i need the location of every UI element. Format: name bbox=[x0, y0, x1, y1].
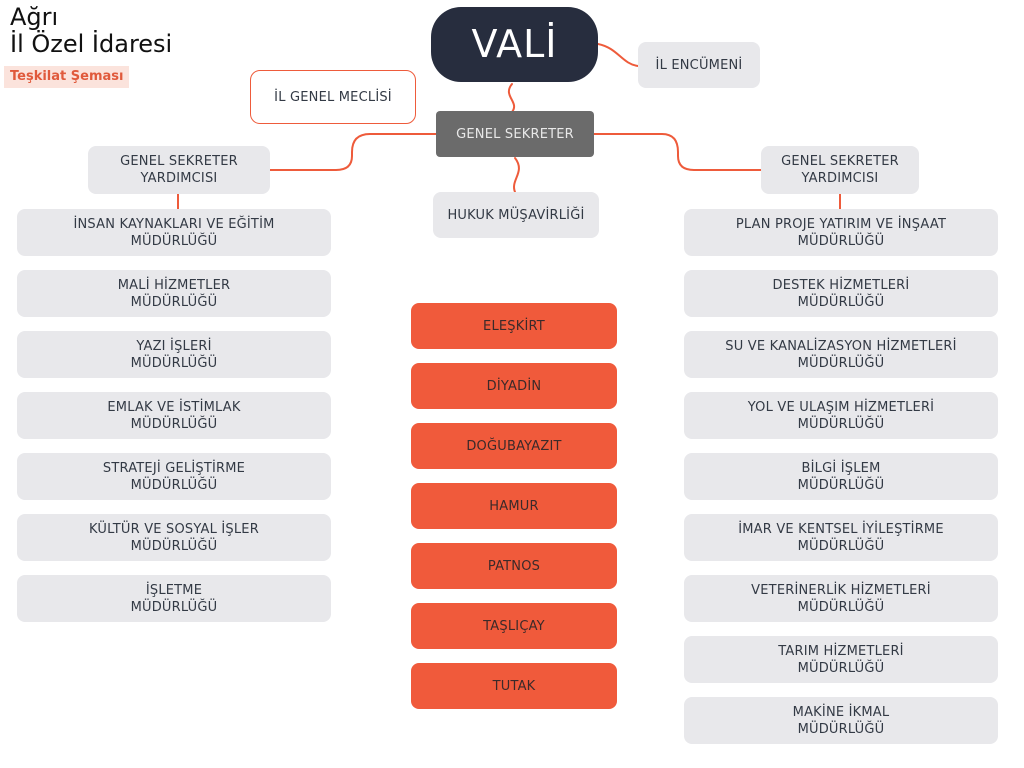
right-unit-line-1: VETERİNERLİK HİZMETLERİ bbox=[751, 582, 931, 598]
right-unit-support: DESTEK HİZMETLERİ MÜDÜRLÜĞÜ bbox=[684, 270, 998, 317]
district-dogubayazit: DOĞUBAYAZIT bbox=[411, 423, 617, 469]
district-taslicay: TAŞLIÇAY bbox=[411, 603, 617, 649]
right-unit-line-1: İMAR VE KENTSEL İYİLEŞTİRME bbox=[738, 521, 944, 537]
meclis-node: İL GENEL MECLİSİ bbox=[250, 70, 416, 124]
right-unit-line-1: MAKİNE İKMAL bbox=[792, 704, 890, 720]
left-assistant-node: GENEL SEKRETER YARDIMCISI bbox=[88, 146, 270, 194]
connector-sekreter-right bbox=[593, 133, 763, 171]
meclis-label: İL GENEL MECLİSİ bbox=[274, 89, 392, 105]
right-unit-plan: PLAN PROJE YATIRIM VE İNŞAAT MÜDÜRLÜĞÜ bbox=[684, 209, 998, 256]
right-assistant-node: GENEL SEKRETER YARDIMCISI bbox=[761, 146, 919, 194]
left-unit-line-1: YAZI İŞLERİ bbox=[136, 338, 212, 354]
genel-sekreter-node: GENEL SEKRETER bbox=[436, 111, 594, 157]
right-unit-agriculture: TARIM HİZMETLERİ MÜDÜRLÜĞÜ bbox=[684, 636, 998, 683]
left-assistant-line-1: GENEL SEKRETER bbox=[120, 154, 238, 169]
district-diyadin: DİYADİN bbox=[411, 363, 617, 409]
districts-column: ELEŞKİRT DİYADİN DOĞUBAYAZIT HAMUR PATNO… bbox=[411, 303, 617, 709]
left-unit-line-1: İNSAN KAYNAKLARI VE EĞİTİM bbox=[73, 216, 275, 232]
left-unit-property: EMLAK VE İSTİMLAK MÜDÜRLÜĞÜ bbox=[17, 392, 331, 439]
district-label: ELEŞKİRT bbox=[483, 318, 545, 334]
left-unit-hr: İNSAN KAYNAKLARI VE EĞİTİM MÜDÜRLÜĞÜ bbox=[17, 209, 331, 256]
right-unit-machinery: MAKİNE İKMAL MÜDÜRLÜĞÜ bbox=[684, 697, 998, 744]
left-unit-line-2: MÜDÜRLÜĞÜ bbox=[130, 233, 218, 249]
vali-node: VALİ bbox=[431, 7, 598, 82]
left-unit-line-2: MÜDÜRLÜĞÜ bbox=[130, 477, 218, 493]
title-line-1: Ağrı bbox=[10, 3, 59, 31]
right-unit-line-2: MÜDÜRLÜĞÜ bbox=[797, 660, 885, 676]
left-unit-line-1: KÜLTÜR VE SOSYAL İŞLER bbox=[89, 521, 259, 537]
left-unit-line-1: EMLAK VE İSTİMLAK bbox=[107, 399, 241, 415]
right-unit-water: SU VE KANALİZASYON HİZMETLERİ MÜDÜRLÜĞÜ bbox=[684, 331, 998, 378]
right-unit-line-1: DESTEK HİZMETLERİ bbox=[772, 277, 910, 293]
right-units-column: PLAN PROJE YATIRIM VE İNŞAAT MÜDÜRLÜĞÜ D… bbox=[684, 209, 998, 744]
left-unit-finance: MALİ HİZMETLER MÜDÜRLÜĞÜ bbox=[17, 270, 331, 317]
title-line-2: İl Özel İdaresi bbox=[10, 30, 173, 58]
right-unit-line-1: BİLGİ İŞLEM bbox=[801, 460, 881, 476]
left-units-column: İNSAN KAYNAKLARI VE EĞİTİM MÜDÜRLÜĞÜ MAL… bbox=[17, 209, 331, 622]
district-label: TAŞLIÇAY bbox=[483, 618, 545, 634]
right-unit-line-2: MÜDÜRLÜĞÜ bbox=[797, 477, 885, 493]
right-unit-line-2: MÜDÜRLÜĞÜ bbox=[797, 233, 885, 249]
left-unit-line-1: İŞLETME bbox=[145, 582, 203, 598]
district-label: HAMUR bbox=[489, 498, 539, 514]
right-unit-zoning: İMAR VE KENTSEL İYİLEŞTİRME MÜDÜRLÜĞÜ bbox=[684, 514, 998, 561]
right-unit-line-2: MÜDÜRLÜĞÜ bbox=[797, 294, 885, 310]
hukuk-node: HUKUK MÜŞAVİRLİĞİ bbox=[433, 192, 599, 238]
connector-vali-sekreter bbox=[507, 83, 515, 113]
district-eleskirt: ELEŞKİRT bbox=[411, 303, 617, 349]
right-unit-line-2: MÜDÜRLÜĞÜ bbox=[797, 355, 885, 371]
right-unit-line-1: TARIM HİZMETLERİ bbox=[778, 643, 904, 659]
right-unit-line-2: MÜDÜRLÜĞÜ bbox=[797, 721, 885, 737]
left-unit-line-2: MÜDÜRLÜĞÜ bbox=[130, 599, 218, 615]
right-unit-roads: YOL VE ULAŞIM HİZMETLERİ MÜDÜRLÜĞÜ bbox=[684, 392, 998, 439]
right-unit-line-2: MÜDÜRLÜĞÜ bbox=[797, 599, 885, 615]
left-unit-line-2: MÜDÜRLÜĞÜ bbox=[130, 294, 218, 310]
right-unit-line-1: SU VE KANALİZASYON HİZMETLERİ bbox=[725, 338, 957, 354]
connector-sekreter-left bbox=[269, 133, 437, 171]
right-unit-line-2: MÜDÜRLÜĞÜ bbox=[797, 538, 885, 554]
right-unit-veterinary: VETERİNERLİK HİZMETLERİ MÜDÜRLÜĞÜ bbox=[684, 575, 998, 622]
right-unit-line-1: YOL VE ULAŞIM HİZMETLERİ bbox=[747, 399, 935, 415]
left-unit-line-2: MÜDÜRLÜĞÜ bbox=[130, 416, 218, 432]
district-label: DOĞUBAYAZIT bbox=[466, 438, 562, 454]
district-tutak: TUTAK bbox=[411, 663, 617, 709]
page-title: Ağrı İl Özel İdaresi bbox=[10, 4, 172, 58]
right-unit-line-2: MÜDÜRLÜĞÜ bbox=[797, 416, 885, 432]
right-assistant-line-1: GENEL SEKRETER bbox=[781, 154, 899, 169]
subtitle-badge: Teşkilat Şeması bbox=[4, 66, 130, 88]
encumen-label: İL ENCÜMENİ bbox=[655, 57, 743, 73]
left-unit-line-2: MÜDÜRLÜĞÜ bbox=[130, 538, 218, 554]
left-unit-strategy: STRATEJİ GELİŞTİRME MÜDÜRLÜĞÜ bbox=[17, 453, 331, 500]
left-unit-culture: KÜLTÜR VE SOSYAL İŞLER MÜDÜRLÜĞÜ bbox=[17, 514, 331, 561]
district-label: PATNOS bbox=[487, 558, 541, 574]
vali-label: VALİ bbox=[471, 22, 558, 66]
hukuk-label: HUKUK MÜŞAVİRLİĞİ bbox=[447, 207, 585, 223]
right-assistant-line-2: YARDIMCISI bbox=[801, 171, 879, 186]
district-label: TUTAK bbox=[492, 678, 536, 694]
connector-sekreter-hukuk bbox=[513, 157, 520, 193]
district-patnos: PATNOS bbox=[411, 543, 617, 589]
left-unit-line-2: MÜDÜRLÜĞÜ bbox=[130, 355, 218, 371]
right-unit-it: BİLGİ İŞLEM MÜDÜRLÜĞÜ bbox=[684, 453, 998, 500]
left-unit-line-1: MALİ HİZMETLER bbox=[117, 277, 231, 293]
connector-vali-encumen bbox=[597, 43, 639, 67]
left-unit-operations: İŞLETME MÜDÜRLÜĞÜ bbox=[17, 575, 331, 622]
right-unit-line-1: PLAN PROJE YATIRIM VE İNŞAAT bbox=[735, 216, 947, 232]
left-unit-line-1: STRATEJİ GELİŞTİRME bbox=[102, 460, 246, 476]
genel-sekreter-label: GENEL SEKRETER bbox=[456, 126, 574, 142]
left-unit-correspondence: YAZI İŞLERİ MÜDÜRLÜĞÜ bbox=[17, 331, 331, 378]
district-hamur: HAMUR bbox=[411, 483, 617, 529]
encumen-node: İL ENCÜMENİ bbox=[638, 42, 760, 88]
district-label: DİYADİN bbox=[486, 378, 542, 394]
left-assistant-line-2: YARDIMCISI bbox=[140, 171, 218, 186]
